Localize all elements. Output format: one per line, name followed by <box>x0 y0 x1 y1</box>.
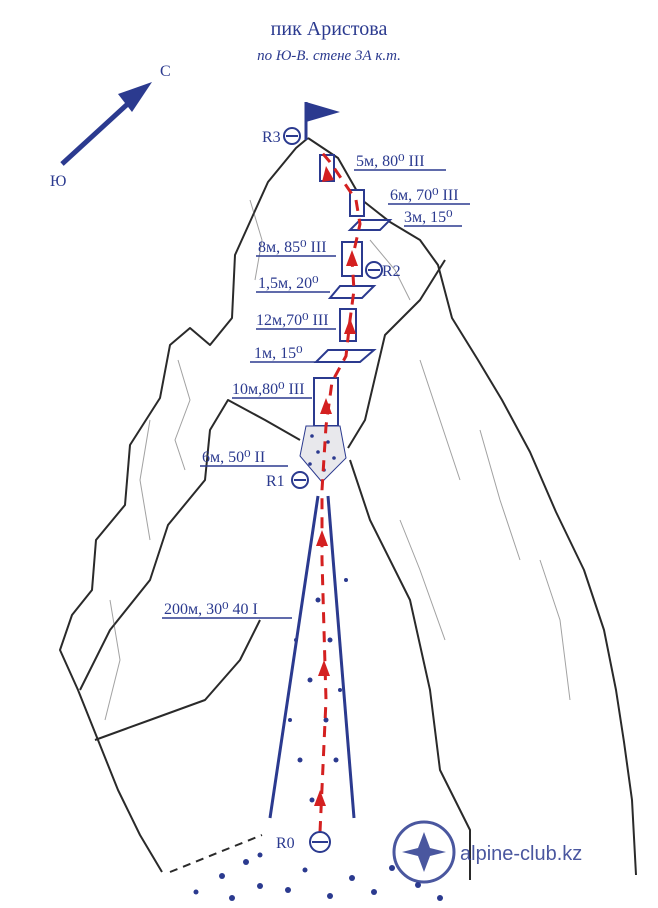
watermark-text: alpine-club.kz <box>460 843 582 865</box>
right-inner-ridge <box>349 459 471 880</box>
right-gully-wall <box>347 259 446 449</box>
belay-r0-label: R0 <box>276 835 295 852</box>
route-arrow <box>314 790 326 806</box>
pitch-label: 10м,80⁰ III <box>232 381 305 398</box>
ledge-1-5m <box>327 285 377 299</box>
ledge-3m <box>347 219 393 231</box>
pitch-label: 200м, 30⁰ 40 I <box>164 601 258 618</box>
left-ridge-outline <box>59 137 309 873</box>
route-subtitle: по Ю-В. стене 3А к.т. <box>257 48 401 64</box>
route-arrow <box>322 166 334 182</box>
pitch-label: 6м, 50⁰ II <box>202 449 265 466</box>
pitch-label: 8м, 85⁰ III <box>258 239 327 256</box>
compass-arrow-icon <box>118 82 152 112</box>
route-arrow <box>344 318 356 334</box>
ledge-gully-6m <box>299 425 347 483</box>
couloir-right-line <box>326 495 356 819</box>
route-arrow <box>320 398 332 414</box>
route-arrow <box>316 530 328 546</box>
pitch-label: 1,5м, 20⁰ <box>258 275 319 292</box>
pitch-label: 1м, 15⁰ <box>254 345 303 362</box>
couloir-left-line <box>268 495 320 819</box>
compass: С Ю <box>50 63 171 190</box>
belay-r1-label: R1 <box>266 473 285 490</box>
compass-north-label: С <box>160 63 171 80</box>
route-arrow <box>346 250 358 266</box>
left-lower-ridge <box>79 399 301 691</box>
belay-r2-label: R2 <box>382 263 401 280</box>
lower-left-slope <box>94 619 261 741</box>
pitch-label: 6м, 70⁰ III <box>390 187 459 204</box>
pitch-label: 12м,70⁰ III <box>256 312 329 329</box>
summit-right-ridge <box>307 137 637 876</box>
watermark: alpine-club.kz <box>392 820 582 884</box>
pitch-label: 5м, 80⁰ III <box>356 153 425 170</box>
compass-south-label: Ю <box>50 173 66 190</box>
belay-r3-label: R3 <box>262 129 281 146</box>
page-title: пик Аристова <box>270 18 388 40</box>
climb-route-line <box>316 147 362 833</box>
pitch-label: 3м, 15⁰ <box>404 209 453 226</box>
route-arrow <box>318 660 330 676</box>
summit-flag <box>306 102 340 122</box>
